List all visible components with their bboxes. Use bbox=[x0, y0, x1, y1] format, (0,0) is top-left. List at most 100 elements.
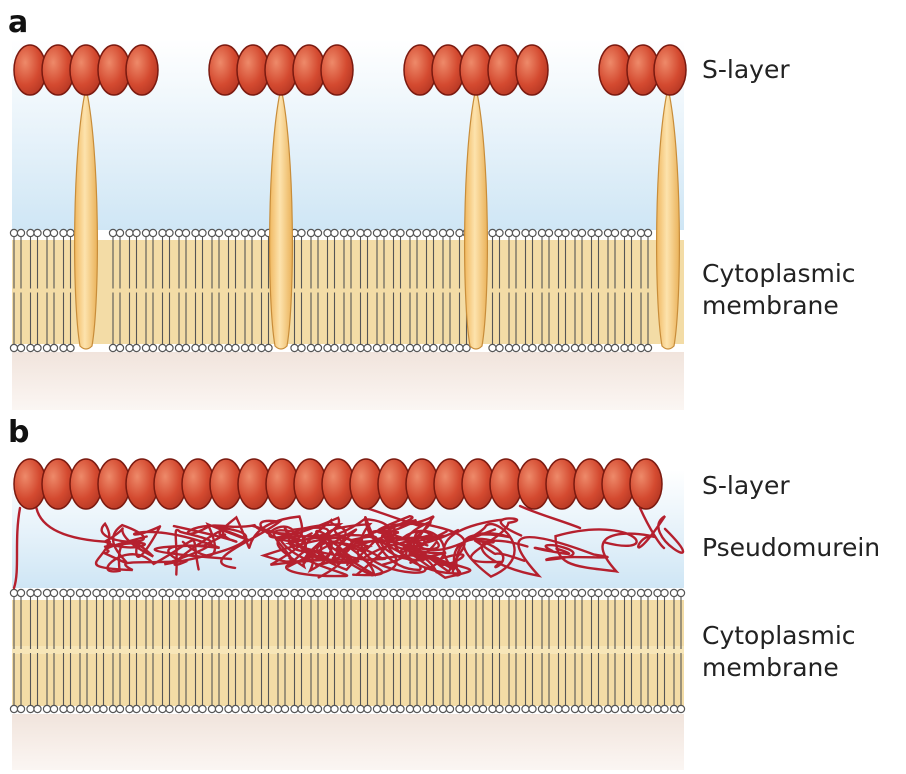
panel-a-letter: a bbox=[8, 5, 28, 40]
lipid-head bbox=[314, 589, 321, 596]
lipid-head bbox=[93, 705, 100, 712]
lipid-head bbox=[314, 229, 321, 236]
label-pseudomurein: Pseudomurein bbox=[702, 533, 880, 562]
lipid-head bbox=[357, 705, 364, 712]
s-layer-subunit bbox=[98, 459, 130, 509]
lipid-head bbox=[307, 589, 314, 596]
lipid-head bbox=[133, 344, 140, 351]
lipid-head bbox=[538, 229, 545, 236]
lipid-head bbox=[446, 344, 453, 351]
lipid-head bbox=[644, 589, 651, 596]
s-layer-subunit bbox=[14, 459, 46, 509]
lipid-head bbox=[505, 344, 512, 351]
lipid-head bbox=[512, 344, 519, 351]
lipid-head bbox=[677, 589, 684, 596]
lipid-head bbox=[43, 344, 50, 351]
lipid-head bbox=[595, 705, 602, 712]
lipid-head bbox=[159, 705, 166, 712]
lipid-head bbox=[373, 344, 380, 351]
lipid-head bbox=[67, 229, 74, 236]
lipid-head bbox=[430, 229, 437, 236]
lipid-head bbox=[456, 344, 463, 351]
lipid-head bbox=[562, 705, 569, 712]
s-layer-subunit bbox=[516, 45, 548, 95]
lipid-head bbox=[489, 705, 496, 712]
lipid-head bbox=[50, 344, 57, 351]
lipid-head bbox=[142, 705, 149, 712]
lipid-head bbox=[479, 705, 486, 712]
lipid-head bbox=[215, 705, 222, 712]
lipid-head bbox=[298, 589, 305, 596]
lipid-head bbox=[67, 344, 74, 351]
lipid-head bbox=[258, 344, 265, 351]
lipid-head bbox=[588, 589, 595, 596]
lipid-head bbox=[406, 705, 413, 712]
lipid-head bbox=[149, 229, 156, 236]
lipid-head bbox=[265, 344, 272, 351]
lipid-head bbox=[390, 589, 397, 596]
lipid-head bbox=[472, 589, 479, 596]
lipid-head bbox=[43, 589, 50, 596]
lipid-head bbox=[496, 589, 503, 596]
lipid-head bbox=[182, 229, 189, 236]
lipid-head bbox=[611, 705, 618, 712]
s-layer-subunit bbox=[518, 459, 550, 509]
lipid-head bbox=[397, 589, 404, 596]
lipid-head bbox=[578, 705, 585, 712]
label-membrane-a-line1: Cytoplasmic bbox=[702, 259, 856, 288]
lipid-head bbox=[126, 589, 133, 596]
lipid-head bbox=[100, 705, 107, 712]
s-layer-subunit bbox=[14, 45, 46, 95]
lipid-head bbox=[27, 229, 34, 236]
lipid-head bbox=[373, 229, 380, 236]
lipid-head bbox=[423, 589, 430, 596]
lipid-head bbox=[324, 344, 331, 351]
lipid-head bbox=[182, 589, 189, 596]
lipid-head bbox=[545, 589, 552, 596]
lipid-head bbox=[644, 705, 651, 712]
lipid-head bbox=[357, 229, 364, 236]
s-layer-subunit bbox=[460, 45, 492, 95]
s-layer-subunit bbox=[70, 459, 102, 509]
lipid-head bbox=[595, 344, 602, 351]
lipid-head bbox=[529, 589, 536, 596]
lipid-head bbox=[241, 589, 248, 596]
lipid-head bbox=[644, 344, 651, 351]
s-layer-subunit bbox=[293, 45, 325, 95]
label-membrane-b-line2: membrane bbox=[702, 653, 839, 682]
lipid-head bbox=[611, 344, 618, 351]
lipid-head bbox=[406, 589, 413, 596]
lipid-head bbox=[248, 705, 255, 712]
lipid-head bbox=[489, 344, 496, 351]
lipid-head bbox=[562, 229, 569, 236]
cytoplasm-b bbox=[12, 714, 684, 770]
panel-b-letter: b bbox=[8, 415, 29, 450]
lipid-head bbox=[661, 589, 668, 596]
lipid-head bbox=[76, 705, 83, 712]
lipid-head bbox=[232, 344, 239, 351]
s-layer-subunit bbox=[42, 459, 74, 509]
lipid-head bbox=[562, 589, 569, 596]
lipid-head bbox=[489, 589, 496, 596]
lipid-head bbox=[430, 344, 437, 351]
lipid-head bbox=[538, 344, 545, 351]
lipid-head bbox=[413, 705, 420, 712]
s-layer-subunit bbox=[209, 45, 241, 95]
lipid-head bbox=[175, 229, 182, 236]
lipid-head bbox=[17, 229, 24, 236]
lipid-head bbox=[347, 229, 354, 236]
s-layer-subunit bbox=[404, 45, 436, 95]
s-layer-subunit bbox=[350, 459, 382, 509]
s-layer-subunit bbox=[154, 459, 186, 509]
s-layer-subunit bbox=[490, 459, 522, 509]
lipid-head bbox=[241, 344, 248, 351]
s-layer-subunit bbox=[378, 459, 410, 509]
lipid-head bbox=[446, 589, 453, 596]
lipid-head bbox=[208, 589, 215, 596]
lipid-head bbox=[34, 229, 41, 236]
lipid-head bbox=[281, 705, 288, 712]
lipid-head bbox=[116, 589, 123, 596]
lipid-head bbox=[166, 229, 173, 236]
lipid-head bbox=[423, 229, 430, 236]
lipid-head bbox=[538, 705, 545, 712]
